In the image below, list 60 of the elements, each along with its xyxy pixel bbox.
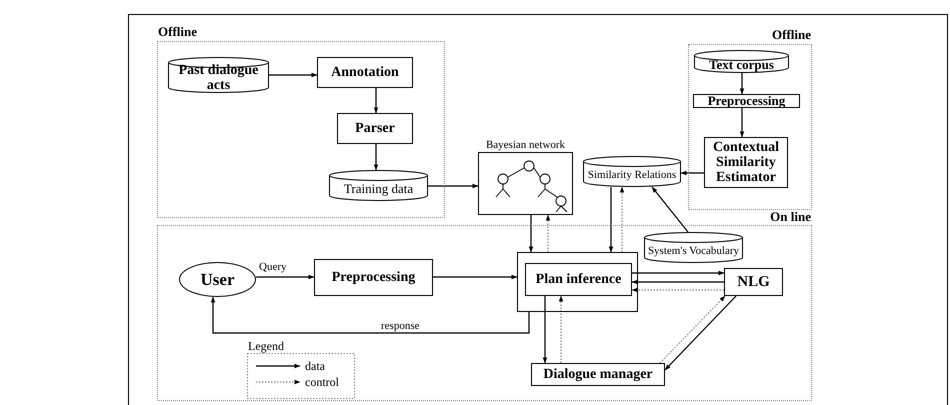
data-arrow xyxy=(632,280,724,284)
node-label: Similarity Relations xyxy=(588,168,676,180)
control-arrow xyxy=(546,214,550,252)
node-label: Preprocessing xyxy=(332,269,416,287)
database-cylinder xyxy=(329,170,428,201)
process-box xyxy=(314,259,433,296)
data-arrow xyxy=(542,296,548,364)
process-box xyxy=(704,137,788,188)
control-arrow xyxy=(558,296,564,364)
database-cylinder xyxy=(644,232,743,263)
group-title: Offline xyxy=(772,28,811,42)
node-label: Past dialogue acts xyxy=(178,63,260,93)
data-arrow xyxy=(652,186,688,232)
database-cylinder xyxy=(168,57,269,93)
node-label: User xyxy=(200,268,234,291)
data-arrow xyxy=(374,88,378,114)
control-arrow xyxy=(632,288,724,292)
data-arrow xyxy=(269,72,318,78)
data-arrow xyxy=(740,73,744,94)
data-arrow xyxy=(374,144,378,170)
node-label: NLG xyxy=(737,272,770,292)
data-arrow xyxy=(433,274,518,280)
node-label: Training data xyxy=(344,180,414,198)
legend-label: control xyxy=(305,376,339,388)
legend-title: Legend xyxy=(248,340,284,352)
data-arrow xyxy=(740,108,744,138)
data-arrow xyxy=(256,274,314,280)
process-box xyxy=(525,263,632,296)
process-box xyxy=(337,113,413,144)
node-label: Text corpus xyxy=(709,56,774,74)
node-label: Annotation xyxy=(331,64,399,82)
group-title: On line xyxy=(770,210,811,224)
box-title: Bayesian network xyxy=(484,138,566,152)
edge-label: response xyxy=(380,321,420,332)
data-arrow xyxy=(210,296,530,334)
legend-label: data xyxy=(305,360,325,372)
node-label: Contextual Similarity Estimator xyxy=(712,140,780,185)
process-box xyxy=(317,57,413,88)
node-label: System's Vocabulary xyxy=(648,244,740,256)
node-label: Plan inference xyxy=(536,271,622,289)
container-box xyxy=(517,252,638,312)
data-arrow xyxy=(632,270,724,276)
process-box xyxy=(693,94,800,108)
process-box xyxy=(724,268,783,296)
node-label: Parser xyxy=(355,120,395,138)
data-arrow xyxy=(608,187,614,252)
node-label: Preprocessing xyxy=(708,95,786,107)
node-label: Dialogue manager xyxy=(543,366,653,384)
data-arrow xyxy=(528,215,534,252)
data-arrow xyxy=(680,170,704,176)
database-cylinder xyxy=(694,50,789,73)
data-arrow xyxy=(664,296,736,370)
control-arrow xyxy=(620,186,624,252)
process-box xyxy=(531,363,665,386)
group-title: Offline xyxy=(158,25,197,39)
edge-label: Query xyxy=(258,262,288,273)
data-arrow xyxy=(428,184,478,188)
control-arrow xyxy=(660,296,726,364)
user-ellipse xyxy=(179,262,256,297)
database-cylinder xyxy=(583,156,681,187)
